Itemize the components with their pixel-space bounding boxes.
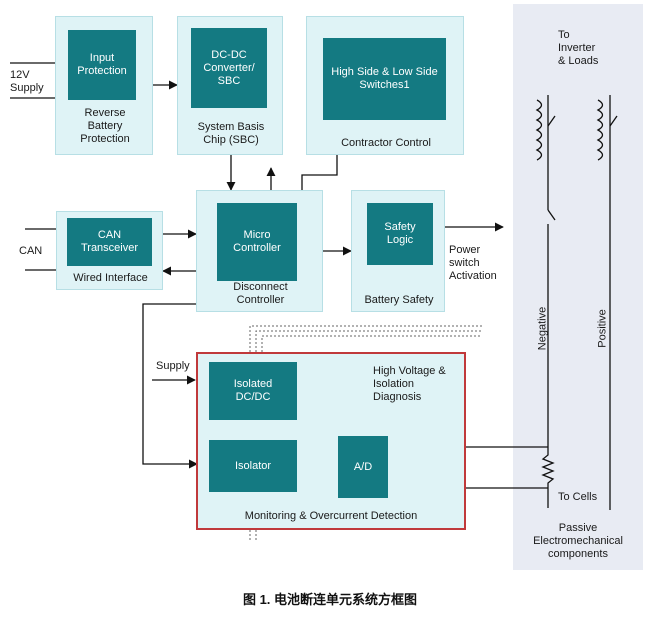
can-label: CAN [19,245,43,257]
supply-12v-label: 12V Supply [10,69,44,94]
micro-box: Micro Controller [217,203,297,281]
micro-caption: Disconnect Controller [233,281,288,306]
supply-label: Supply [156,360,190,372]
relay-coil-positive [596,99,604,161]
can-caption: Wired Interface [73,272,148,284]
positive-label: Positive [596,309,609,348]
switches-caption: Contractor Control [341,137,431,149]
figure-caption: 图 1. 电池断连单元系统方框图 [242,592,418,607]
dotted-link-2 [255,330,482,352]
switches-box: High Side & Low Side Switches1 [323,38,446,120]
ad-converter-box: A/D [338,436,388,498]
sbc-box: DC-DC Converter/ SBC [191,28,267,108]
safety-logic-box: Safety Logic [367,203,433,265]
block-switches: High Side & Low Side Switches1 Contracto… [306,16,464,155]
monitoring-caption: Monitoring & Overcurrent Detection [244,510,418,522]
block-sbc: DC-DC Converter/ SBC System Basis Chip (… [177,16,283,155]
block-input-protection: Input Protection Reverse Battery Protect… [55,16,153,155]
sbc-caption: System Basis Chip (SBC) [197,121,265,146]
shunt-resistor [541,447,555,488]
to-inverter-label: To Inverter & Loads [558,29,599,67]
can-transceiver-box: CAN Transceiver [67,218,152,266]
passive-panel [513,4,643,570]
to-cells-label: To Cells [558,491,598,503]
relay-coil-negative [535,99,543,161]
power-switch-label: Power switch Activation [449,244,497,282]
block-monitoring: Isolated DC/DC Isolator A/D High Voltage… [196,352,466,530]
switches-link [301,155,338,190]
input-protection-caption: Reverse Battery Protection [80,107,130,145]
safety-caption: Battery Safety [364,294,434,306]
isolated-dcdc-box: Isolated DC/DC [209,362,297,420]
input-protection-box: Input Protection [68,30,136,100]
dotted-link-3 [261,335,482,352]
block-micro: Micro Controller Disconnect Controller [196,190,323,312]
dotted-link-1 [249,325,482,352]
negative-label: Negative [536,306,549,351]
isolator-box: Isolator [209,440,297,492]
arrow-micro-to-isolator [142,303,198,469]
block-safety: Safety Logic Battery Safety [351,190,445,312]
hv-diagnosis-label: High Voltage & Isolation Diagnosis [373,365,446,403]
passive-label: Passive Electromechanical components [533,522,623,560]
block-can: CAN Transceiver Wired Interface [56,211,163,290]
